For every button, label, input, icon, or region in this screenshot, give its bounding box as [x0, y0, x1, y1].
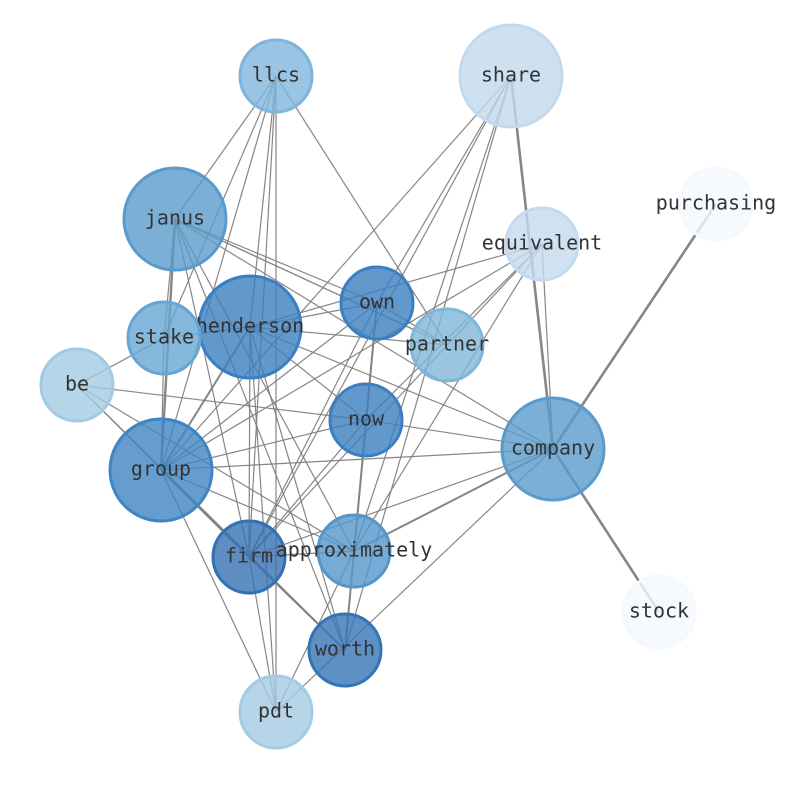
node-henderson[interactable]: henderson — [196, 274, 304, 380]
node-label-company: company — [511, 436, 595, 460]
node-now[interactable]: now — [328, 382, 404, 458]
node-circle-stock[interactable] — [621, 574, 697, 650]
node-label-partner: partner — [405, 332, 489, 356]
node-circle-firm[interactable] — [211, 519, 287, 595]
edge-equivalent-approximately — [353, 243, 543, 552]
node-label-now: now — [348, 407, 385, 431]
node-label-pdt: pdt — [258, 699, 294, 723]
node-company[interactable]: company — [500, 396, 606, 502]
node-pdt[interactable]: pdt — [238, 674, 314, 750]
node-circle-approximately[interactable] — [316, 513, 392, 589]
node-label-worth: worth — [315, 637, 375, 661]
node-circle-be[interactable] — [39, 347, 115, 423]
node-circle-share[interactable] — [458, 23, 564, 129]
node-circle-janus[interactable] — [122, 166, 228, 272]
node-approximately[interactable]: approximately — [276, 513, 433, 589]
node-label-janus: janus — [145, 206, 205, 230]
edge-janus-worth — [174, 218, 346, 651]
edge-company-firm — [248, 448, 554, 558]
edge-henderson-worth — [249, 326, 346, 651]
node-circle-now[interactable] — [328, 382, 404, 458]
edge-janus-approximately — [174, 218, 355, 552]
node-label-purchasing: purchasing — [656, 191, 776, 215]
node-firm[interactable]: firm — [211, 519, 287, 595]
node-circle-own[interactable] — [339, 265, 415, 341]
node-circle-group[interactable] — [108, 417, 214, 523]
node-purchasing[interactable]: purchasing — [656, 166, 776, 242]
node-label-stock: stock — [629, 599, 689, 623]
edge-own-firm — [248, 302, 378, 558]
edge-henderson-company — [249, 326, 554, 450]
edge-llcs-group — [160, 75, 277, 471]
node-circle-pdt[interactable] — [238, 674, 314, 750]
node-share[interactable]: share — [458, 23, 564, 129]
nodes-layer: llcs share purchasing janus equivalent own hen… — [39, 23, 776, 750]
node-circle-purchasing[interactable] — [678, 166, 754, 242]
node-label-share: share — [481, 63, 541, 87]
node-circle-llcs[interactable] — [238, 38, 314, 114]
node-label-group: group — [131, 457, 191, 481]
node-label-be: be — [65, 372, 89, 396]
node-circle-equivalent[interactable] — [504, 206, 580, 282]
node-worth[interactable]: worth — [307, 612, 383, 688]
node-label-henderson: henderson — [196, 314, 304, 338]
edge-be-approximately — [76, 384, 355, 552]
node-janus[interactable]: janus — [122, 166, 228, 272]
node-label-approximately: approximately — [276, 538, 433, 562]
node-label-firm: firm — [225, 544, 273, 568]
node-circle-stake[interactable] — [126, 300, 202, 376]
node-circle-company[interactable] — [500, 396, 606, 502]
node-circle-worth[interactable] — [307, 612, 383, 688]
node-label-stake: stake — [134, 325, 194, 349]
node-stake[interactable]: stake — [126, 300, 202, 376]
node-partner[interactable]: partner — [405, 307, 489, 383]
node-stock[interactable]: stock — [621, 574, 697, 650]
node-llcs[interactable]: llcs — [238, 38, 314, 114]
edge-henderson-pdt — [249, 326, 277, 713]
node-label-own: own — [359, 290, 395, 314]
node-label-equivalent: equivalent — [482, 231, 602, 255]
edge-be-now — [76, 384, 367, 421]
node-label-llcs: llcs — [252, 63, 300, 87]
node-own[interactable]: own — [339, 265, 415, 341]
node-circle-partner[interactable] — [409, 307, 485, 383]
edge-company-group — [160, 448, 554, 471]
edge-share-group — [160, 75, 512, 471]
edge-equivalent-group — [160, 243, 543, 471]
node-equivalent[interactable]: equivalent — [482, 206, 602, 282]
node-be[interactable]: be — [39, 347, 115, 423]
edge-llcs-partner — [275, 75, 448, 346]
node-group[interactable]: group — [108, 417, 214, 523]
